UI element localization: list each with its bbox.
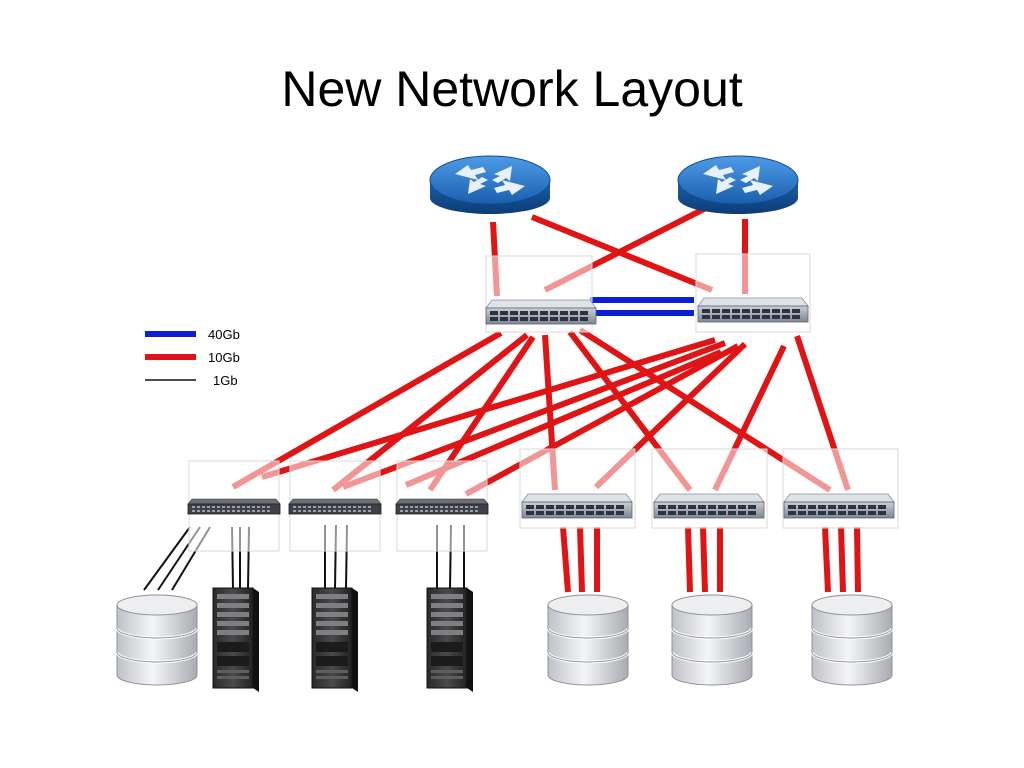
links-40gb (590, 297, 694, 316)
server-icon (311, 587, 359, 693)
switch-icon (697, 297, 809, 323)
link-access5-storage3-a (685, 526, 693, 593)
switch-icon (653, 493, 765, 519)
switch-icon (783, 493, 895, 519)
server-icon (212, 587, 260, 693)
database-icon (115, 593, 199, 687)
database-icon (546, 593, 630, 687)
switch-icon (187, 498, 281, 515)
server-icon (426, 587, 474, 693)
link-access5-storage3-b (700, 526, 708, 593)
legend-item-40gb: 40Gb (145, 327, 240, 342)
link-access6-storage4-c (854, 526, 861, 593)
router-icon (677, 155, 799, 215)
link-access6-storage4-a (822, 526, 831, 593)
legend: 40Gb 10Gb 1Gb (145, 327, 240, 388)
link-access4-storage2-b (577, 526, 585, 593)
legend-label-10gb: 10Gb (208, 350, 240, 365)
database-icon (810, 593, 894, 687)
switch-icon (288, 498, 382, 515)
link-access1-storage1-a (143, 526, 191, 591)
legend-item-1gb: 1Gb (145, 373, 238, 388)
link-access6-storage4-b (838, 526, 846, 593)
database-icon (670, 593, 754, 687)
legend-item-10gb: 10Gb (145, 350, 240, 365)
switch-icon (395, 498, 489, 515)
legend-label-1gb: 1Gb (213, 373, 238, 388)
slide-title: New Network Layout (281, 61, 743, 117)
legend-label-40gb: 40Gb (208, 327, 240, 342)
switch-icon (521, 493, 633, 519)
switch-icon (485, 299, 597, 325)
router-icon (429, 155, 551, 215)
link-core2-access1 (261, 337, 716, 480)
link-core2-access3 (464, 343, 740, 497)
link-access4-storage2-a (560, 526, 571, 593)
